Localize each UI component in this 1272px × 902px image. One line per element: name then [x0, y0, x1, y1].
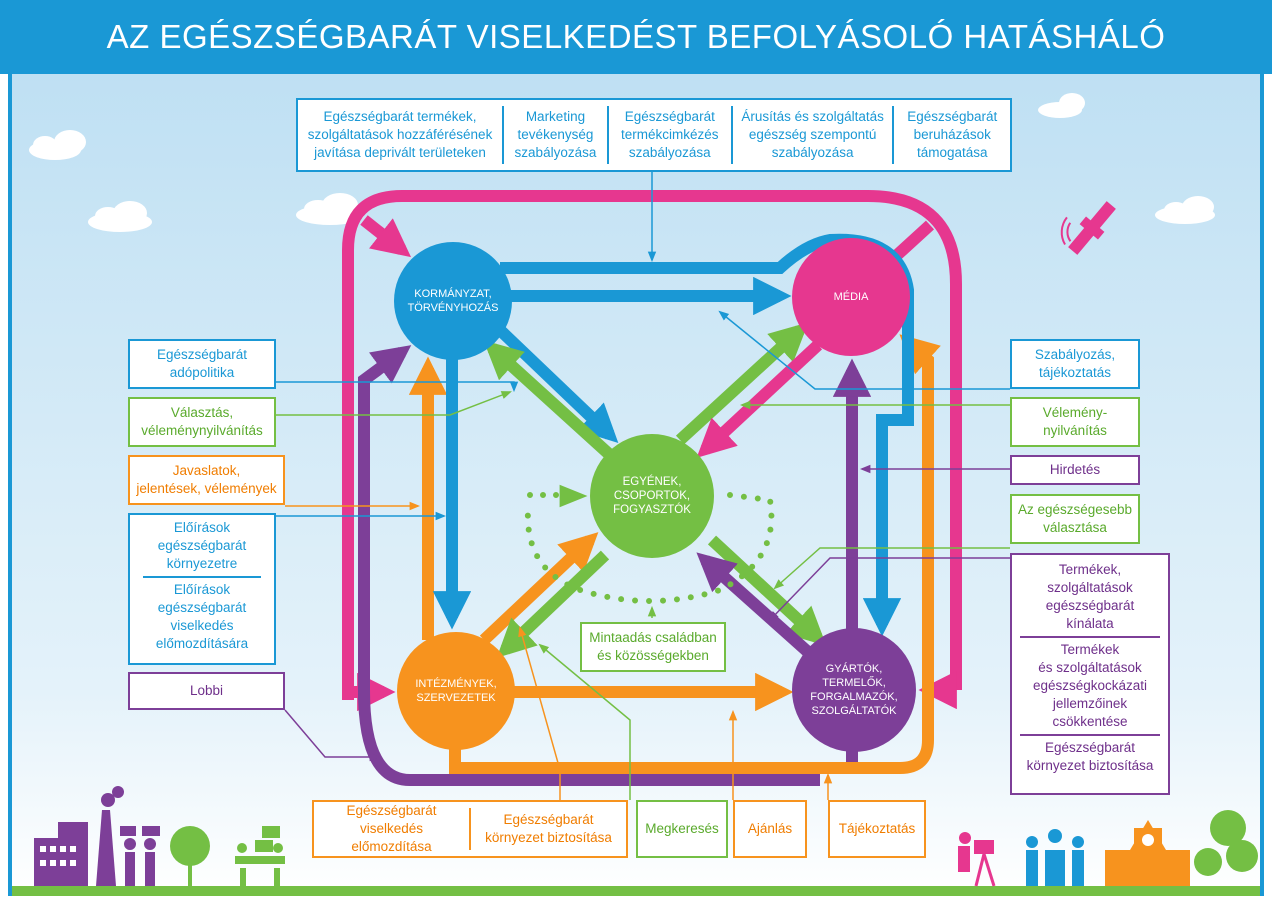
pink-arrow-government — [360, 215, 412, 258]
school-icon — [1105, 820, 1190, 886]
press-conference-icon — [1026, 829, 1084, 886]
box-producer-actions: Termékek, szolgáltatások egészségbarát k… — [1010, 553, 1170, 795]
box-recommendation: Ajánlás — [733, 800, 807, 858]
node-media: MÉDIA — [792, 238, 910, 356]
camera-crew-icon — [958, 832, 996, 887]
green-arrow-government — [483, 340, 615, 460]
divider — [1020, 734, 1160, 736]
divider — [143, 576, 261, 578]
cloud-icon — [29, 93, 1215, 232]
node-producers: GYÁRTÓK, TERMELŐK, FORGALMAZÓK, SZOLGÁLT… — [792, 628, 916, 752]
ground — [12, 886, 1260, 896]
pink-arrow-individuals — [696, 340, 823, 458]
purple-left-up — [358, 345, 412, 700]
pink-media-link — [891, 220, 935, 261]
box-inquiry: Megkeresés — [636, 800, 728, 858]
divider — [1020, 636, 1160, 638]
page-title: AZ EGÉSZSÉGBARÁT VISELKEDÉST BEFOLYÁSOLÓ… — [0, 0, 1272, 74]
satellite-icon — [1060, 201, 1116, 255]
box-ads: Hirdetés — [1010, 455, 1140, 485]
tree-icon — [170, 810, 1258, 886]
box-proposals: Javaslatok,jelentések, vélemények — [128, 455, 285, 505]
box-information: Tájékoztatás — [828, 800, 926, 858]
node-government: KORMÁNYZAT, TÖRVÉNYHOZÁS — [394, 242, 512, 360]
top-cell-access: Egészségbarát termékek,szolgáltatások ho… — [307, 109, 493, 160]
box-regulations: Előírások egészségbarát környezetre Előí… — [128, 513, 276, 665]
purple-arrow-individuals — [696, 552, 812, 657]
box-election: Választás,véleménynyilvánítás — [128, 397, 276, 447]
meeting-icon — [235, 826, 285, 886]
node-institutions: INTÉZMÉNYEK, SZERVEZETEK — [397, 632, 515, 750]
diagram-frame — [8, 74, 1264, 896]
orange-loop — [449, 334, 941, 774]
people-protest-icon — [120, 826, 160, 886]
box-lobby: Lobbi — [128, 672, 285, 710]
box-opinion: Vélemény-nyilvánítás — [1010, 397, 1140, 447]
node-individuals: EGYÉNEK, CSOPORTOK, FOGYASZTÓK — [590, 434, 714, 558]
pink-loop — [342, 190, 962, 700]
top-policy-box: Egészségbarát termékek,szolgáltatások ho… — [296, 98, 1012, 172]
box-regulation-info: Szabályozás,tájékoztatás — [1010, 339, 1140, 389]
